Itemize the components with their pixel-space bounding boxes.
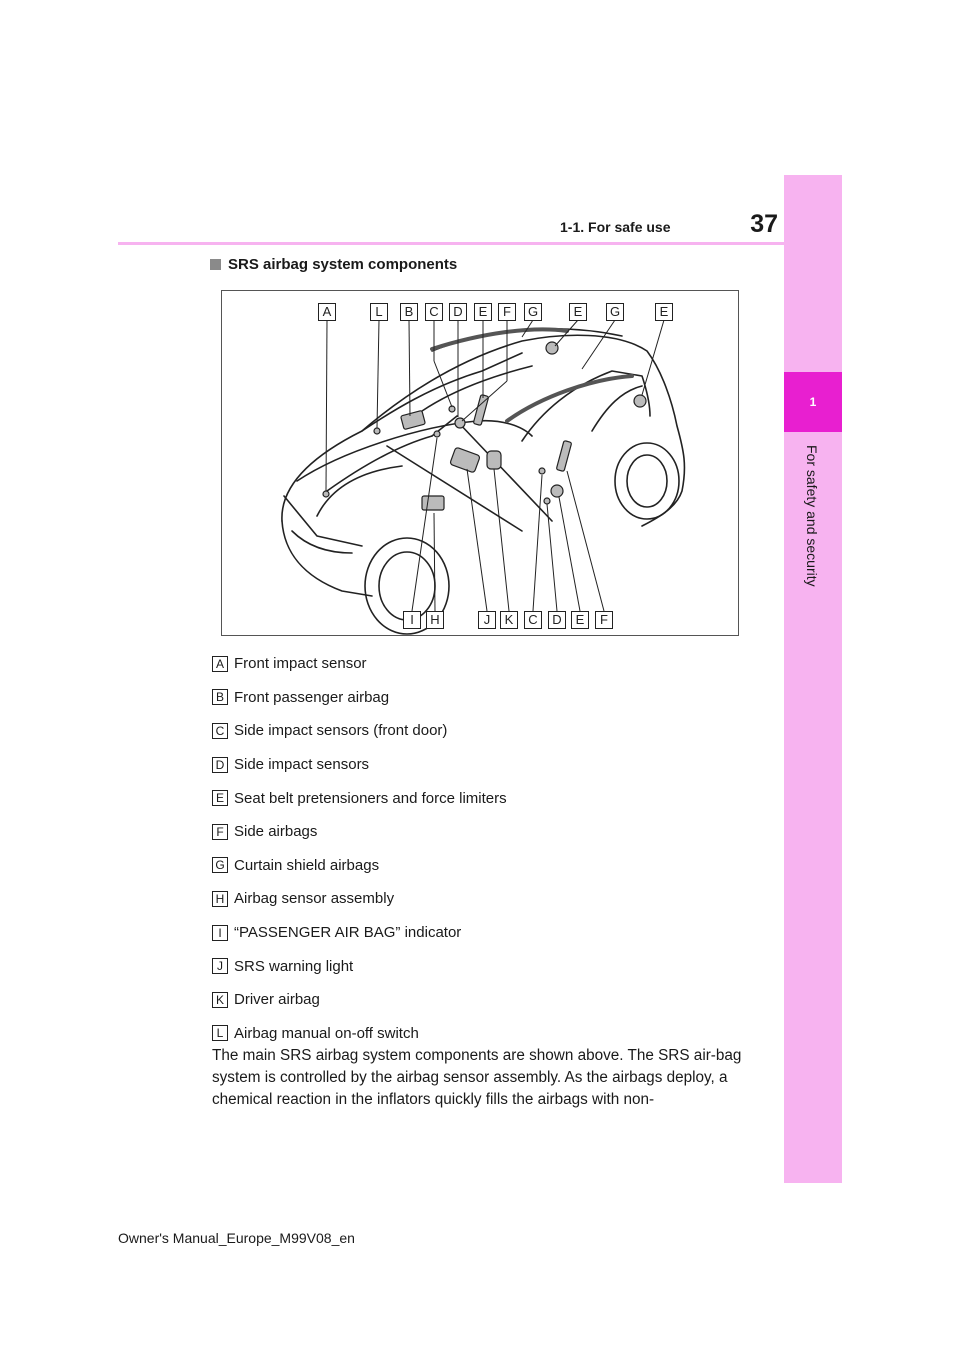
legend-key: H <box>212 890 228 907</box>
car-line-drawing <box>281 319 686 635</box>
airbag-components-figure: A L B C D E F G E G E I H J K C D E F <box>221 290 739 636</box>
legend-item: D Side impact sensors <box>212 748 752 782</box>
legend-text: Seat belt pretensioners and force limite… <box>234 789 507 807</box>
legend-item: G Curtain shield airbags <box>212 849 752 883</box>
header-rule <box>118 242 784 245</box>
legend-item: A Front impact sensor <box>212 647 752 681</box>
callout-top-e: E <box>474 303 492 321</box>
callout-top-l: L <box>370 303 388 321</box>
legend-key: J <box>212 958 228 975</box>
callout-top-a: A <box>318 303 336 321</box>
chapter-title-vertical: For safety and security <box>804 445 820 587</box>
legend-text: Side impact sensors (front door) <box>234 722 448 740</box>
callout-top-d: D <box>449 303 467 321</box>
legend-key: D <box>212 756 228 773</box>
legend-key: A <box>212 655 228 672</box>
legend-item: L Airbag manual on-off switch <box>212 1017 752 1051</box>
legend-text: Side airbags <box>234 823 318 841</box>
chapter-number: 1 <box>809 395 817 409</box>
callout-top-e3: E <box>655 303 673 321</box>
callout-bottom-c: C <box>524 611 542 629</box>
legend-item: F Side airbags <box>212 815 752 849</box>
callout-bottom-j: J <box>478 611 496 629</box>
chapter-tab: 1 <box>784 372 842 432</box>
legend-text: Front impact sensor <box>234 655 367 673</box>
section-reference: 1-1. For safe use <box>560 219 671 235</box>
legend-item: E Seat belt pretensioners and force limit… <box>212 781 752 815</box>
callout-top-f: F <box>498 303 516 321</box>
legend-item: I “PASSENGER AIR BAG” indicator <box>212 916 752 950</box>
component-legend: A Front impact sensor B Front passenger ai… <box>212 647 752 1050</box>
callout-bottom-i: I <box>403 611 421 629</box>
legend-key: L <box>212 1025 228 1042</box>
legend-text: SRS warning light <box>234 957 354 975</box>
legend-key: F <box>212 823 228 840</box>
legend-text: Side impact sensors <box>234 756 370 774</box>
heading-square-icon <box>210 259 221 270</box>
legend-text: Airbag sensor assembly <box>234 890 395 908</box>
footer-manual-id: Owner's Manual_Europe_M99V08_en <box>118 1230 355 1246</box>
legend-text: “PASSENGER AIR BAG” indicator <box>234 924 462 942</box>
legend-text: Curtain shield airbags <box>234 856 380 874</box>
legend-item: C Side impact sensors (front door) <box>212 714 752 748</box>
legend-key: E <box>212 790 228 807</box>
page-number: 37 <box>750 210 778 238</box>
legend-key: C <box>212 722 228 739</box>
callout-top-c: C <box>425 303 443 321</box>
legend-text: Airbag manual on-off switch <box>234 1024 419 1042</box>
body-paragraph: The main SRS airbag system components ar… <box>212 1047 742 1108</box>
legend-key: G <box>212 857 228 874</box>
section-heading: SRS airbag system components <box>210 256 457 273</box>
legend-text: Driver airbag <box>234 991 320 1009</box>
callout-top-g2: G <box>606 303 624 321</box>
legend-key: K <box>212 991 228 1008</box>
callout-bottom-k: K <box>500 611 518 629</box>
legend-item: K Driver airbag <box>212 983 752 1017</box>
heading-text: SRS airbag system components <box>228 256 458 273</box>
side-thumb-band <box>784 175 842 1183</box>
callout-bottom-h: H <box>426 611 444 629</box>
callout-bottom-d: D <box>548 611 566 629</box>
callout-top-e2: E <box>569 303 587 321</box>
legend-key: I <box>212 924 228 941</box>
legend-text: Front passenger airbag <box>234 688 390 706</box>
legend-key: B <box>212 689 228 706</box>
callout-top-b: B <box>400 303 418 321</box>
callout-bottom-f: F <box>595 611 613 629</box>
legend-item: J SRS warning light <box>212 949 752 983</box>
callout-top-g: G <box>524 303 542 321</box>
callout-bottom-e: E <box>571 611 589 629</box>
legend-item: B Front passenger airbag <box>212 681 752 715</box>
legend-item: H Airbag sensor assembly <box>212 882 752 916</box>
